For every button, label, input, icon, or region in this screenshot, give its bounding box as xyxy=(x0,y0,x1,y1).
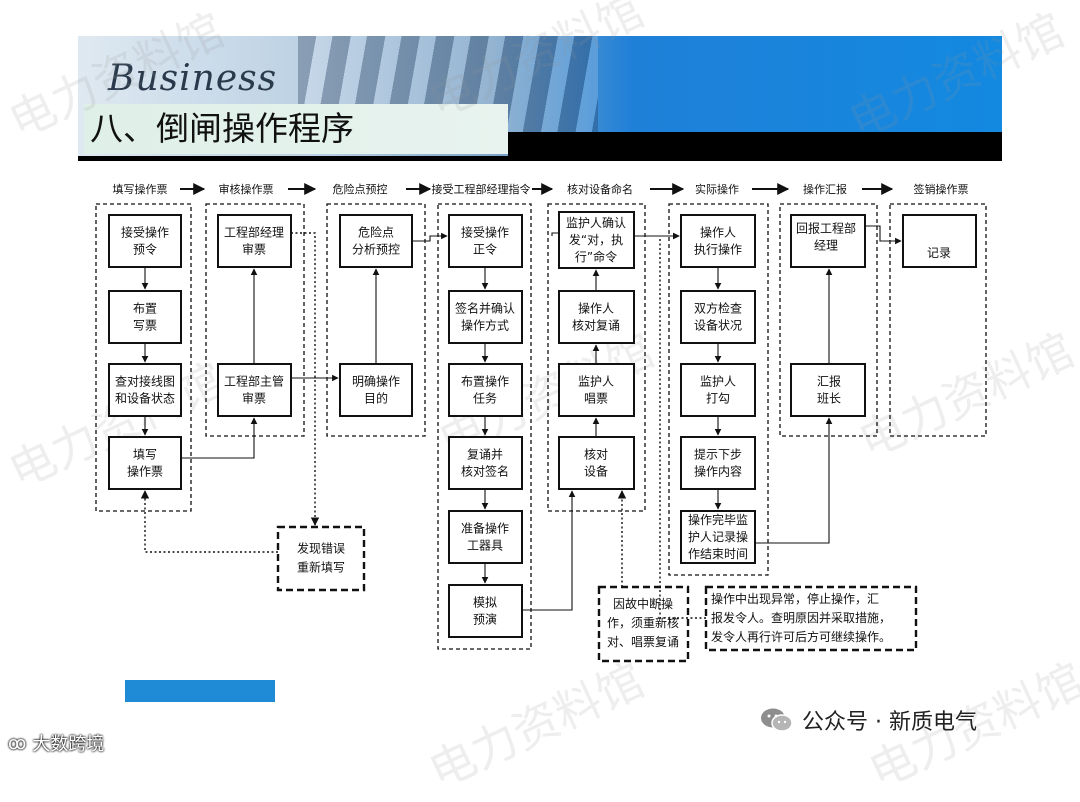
dotted-connectors xyxy=(140,232,706,619)
flow-node-c4-1: 接受操作正令 xyxy=(461,225,509,257)
note-error: 发现错误重新填写 xyxy=(297,541,345,575)
flow-node-c6-2: 双方检查设备状况 xyxy=(694,301,742,333)
flow-node-c1-2: 布置写票 xyxy=(133,302,157,333)
flow-node-c1-1: 接受操作预令 xyxy=(121,225,169,257)
blue-accent-bar xyxy=(125,680,275,702)
stage-label: 危险点预控 xyxy=(333,182,388,196)
stage-label: 接受工程部经理指令 xyxy=(432,182,531,196)
stage-labels: 填写操作票 审核操作票 危险点预控 接受工程部经理指令 核对设备命名 实际操作 操作汇报 签销… xyxy=(113,182,969,196)
flow-node-c7-1: 回报工程部经理 xyxy=(796,221,856,253)
flow-node-c5-3: 监护人唱票 xyxy=(578,375,614,406)
flow-node-c6-5: 操作完毕监护人记录操作结束时间 xyxy=(688,512,748,561)
stage-label: 填写操作票 xyxy=(113,182,168,196)
flow-node-c1-4: 填写操作票 xyxy=(127,448,163,479)
flow-node-c4-5: 准备操作工器具 xyxy=(461,521,509,553)
flow-node-c5-4: 核对设备 xyxy=(584,448,608,479)
wechat-footer: 公众号 · 新质电气 xyxy=(760,704,977,736)
stage-label: 实际操作 xyxy=(695,182,739,196)
corner-watermark: ꝏ 大数跨境 xyxy=(8,730,104,756)
wechat-account-text: 公众号 · 新质电气 xyxy=(802,710,977,735)
flow-node-c6-3: 监护人打勾 xyxy=(700,375,736,406)
flow-node-c5-1: 监护人确认发“对，执行”命令 xyxy=(566,216,626,264)
flow-node-c6-1: 操作人执行操作 xyxy=(694,225,742,257)
stage-label: 核对设备命名 xyxy=(567,182,633,196)
flow-node-c5-2: 操作人核对复诵 xyxy=(572,301,620,333)
banner-word: Business xyxy=(108,58,278,99)
title-rule xyxy=(78,156,1002,161)
link-icon: ꝏ xyxy=(8,732,27,754)
flow-node-c8-1: 记录 xyxy=(927,246,951,260)
note-boxes xyxy=(276,525,918,663)
stage-label: 审核操作票 xyxy=(219,182,274,196)
flow-node-c4-3: 布置操作任务 xyxy=(461,374,509,406)
note-interrupt: 因故中断操作，须重新核对、唱票复诵 xyxy=(607,596,679,649)
flow-node-c6-4: 提示下步操作内容 xyxy=(694,447,742,479)
note-abnormal: 操作中出现异常，停止操作，汇报发令人。查明原因并采取措施，发令人再行许可后方可继… xyxy=(711,591,891,644)
stage-label: 签销操作票 xyxy=(914,182,969,196)
flow-node-c1-3: 查对接线图和设备状态 xyxy=(115,374,175,406)
flow-node-c4-2: 签名并确认操作方式 xyxy=(455,301,515,333)
flow-node-c4-4: 复诵并核对签名 xyxy=(461,448,509,479)
flow-node-c4-6: 模拟预演 xyxy=(473,596,497,627)
flowchart: 填写操作票 审核操作票 危险点预控 接受工程部经理指令 核对设备命名 实际操作 操作汇报 签销… xyxy=(95,182,987,663)
flow-node-c3-2: 明确操作目的 xyxy=(352,374,400,406)
flow-node-c7-2: 汇报班长 xyxy=(817,374,841,406)
note-texts: 发现错误重新填写因故中断操作，须重新核对、唱票复诵操作中出现异常，停止操作，汇报… xyxy=(297,541,891,650)
stage-label: 操作汇报 xyxy=(803,182,847,196)
wechat-icon xyxy=(761,708,793,732)
flow-node-c2-1: 工程部经理审票 xyxy=(224,225,284,257)
connectors xyxy=(141,225,902,611)
corner-text: 大数跨境 xyxy=(32,734,105,755)
flow-node-c3-1: 危险点分析预控 xyxy=(352,225,400,257)
page-title: 八、倒闸操作程序 xyxy=(84,104,508,154)
stage-groups xyxy=(95,203,987,650)
flow-node-c2-2: 工程部主管审票 xyxy=(224,374,284,406)
banner-dark-strip xyxy=(508,132,1002,156)
node-boxes xyxy=(108,211,977,638)
